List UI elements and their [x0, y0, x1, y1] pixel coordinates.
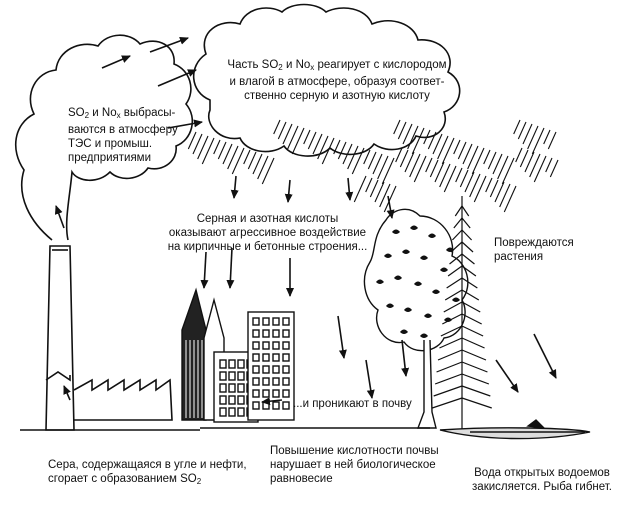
- ground-and-pond: [200, 419, 591, 440]
- label-building-damage: Серная и азотная кислоты оказывают агрес…: [167, 213, 368, 253]
- arrows: [54, 37, 557, 406]
- church-spires: [181, 287, 225, 421]
- conifer-tree: [432, 196, 492, 430]
- label-emissions: SO2 и Nox выбрасы- ваются в атмосферу ТЭ…: [68, 107, 178, 164]
- factory: [20, 371, 200, 431]
- label-water-acidification: Вода открытых водоемов закисляется. Рыба…: [472, 467, 612, 493]
- smoke-plume: [15, 34, 194, 241]
- rain-hatching: [187, 119, 559, 213]
- deciduous-tree: [363, 208, 469, 429]
- label-atmospheric-reaction: Часть SO2 и Nox реагирует с кислородом и…: [227, 59, 447, 102]
- label-sulfur-combustion: Сера, содержащаяся в угле и нефти, сгора…: [48, 459, 247, 486]
- smokestack: [45, 245, 75, 431]
- label-soil-acidity: Повышение кислотности почвы нарушает в н…: [270, 445, 439, 485]
- label-soil-penetration: ...и проникают в почву: [293, 398, 412, 410]
- apartment-building-tall: [247, 311, 295, 421]
- label-plant-damage: Повреждаются растения: [494, 237, 574, 263]
